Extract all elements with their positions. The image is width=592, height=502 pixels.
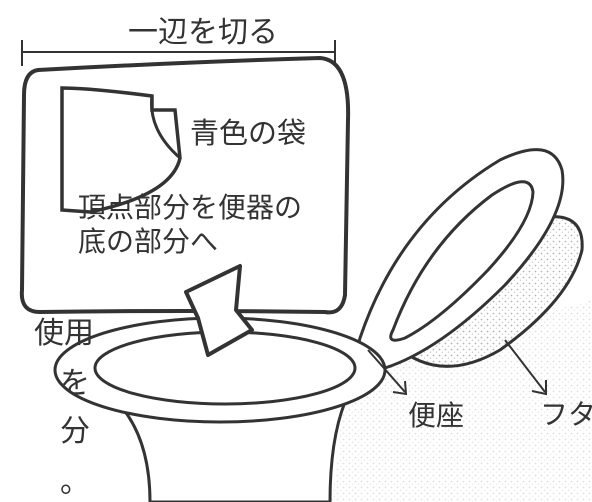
cut-edge-label: 一辺を切る <box>128 15 278 50</box>
instruction-line-1: 頂点部分を便器の <box>78 191 302 224</box>
toilet-seat-label: 便座 <box>408 399 464 432</box>
lid-pointer <box>504 339 547 396</box>
toilet-pedestal <box>118 401 347 502</box>
side-fragment-3: 分 <box>60 414 90 449</box>
bag-folded-corner <box>60 86 182 214</box>
down-arrow-icon <box>184 264 254 357</box>
side-fragment-2: を <box>60 366 90 401</box>
bag-color-label: 青色の袋 <box>190 116 306 150</box>
instruction-line-2: 底の部分へ <box>78 225 218 258</box>
side-fragment-1: 使用 <box>34 316 94 351</box>
bag-fold-edge <box>150 95 181 160</box>
lid-label: フタ <box>540 398 592 431</box>
seat-pointer <box>367 349 408 396</box>
side-fragment-4: 。 <box>60 465 90 500</box>
toilet-seat-inner <box>389 180 535 342</box>
